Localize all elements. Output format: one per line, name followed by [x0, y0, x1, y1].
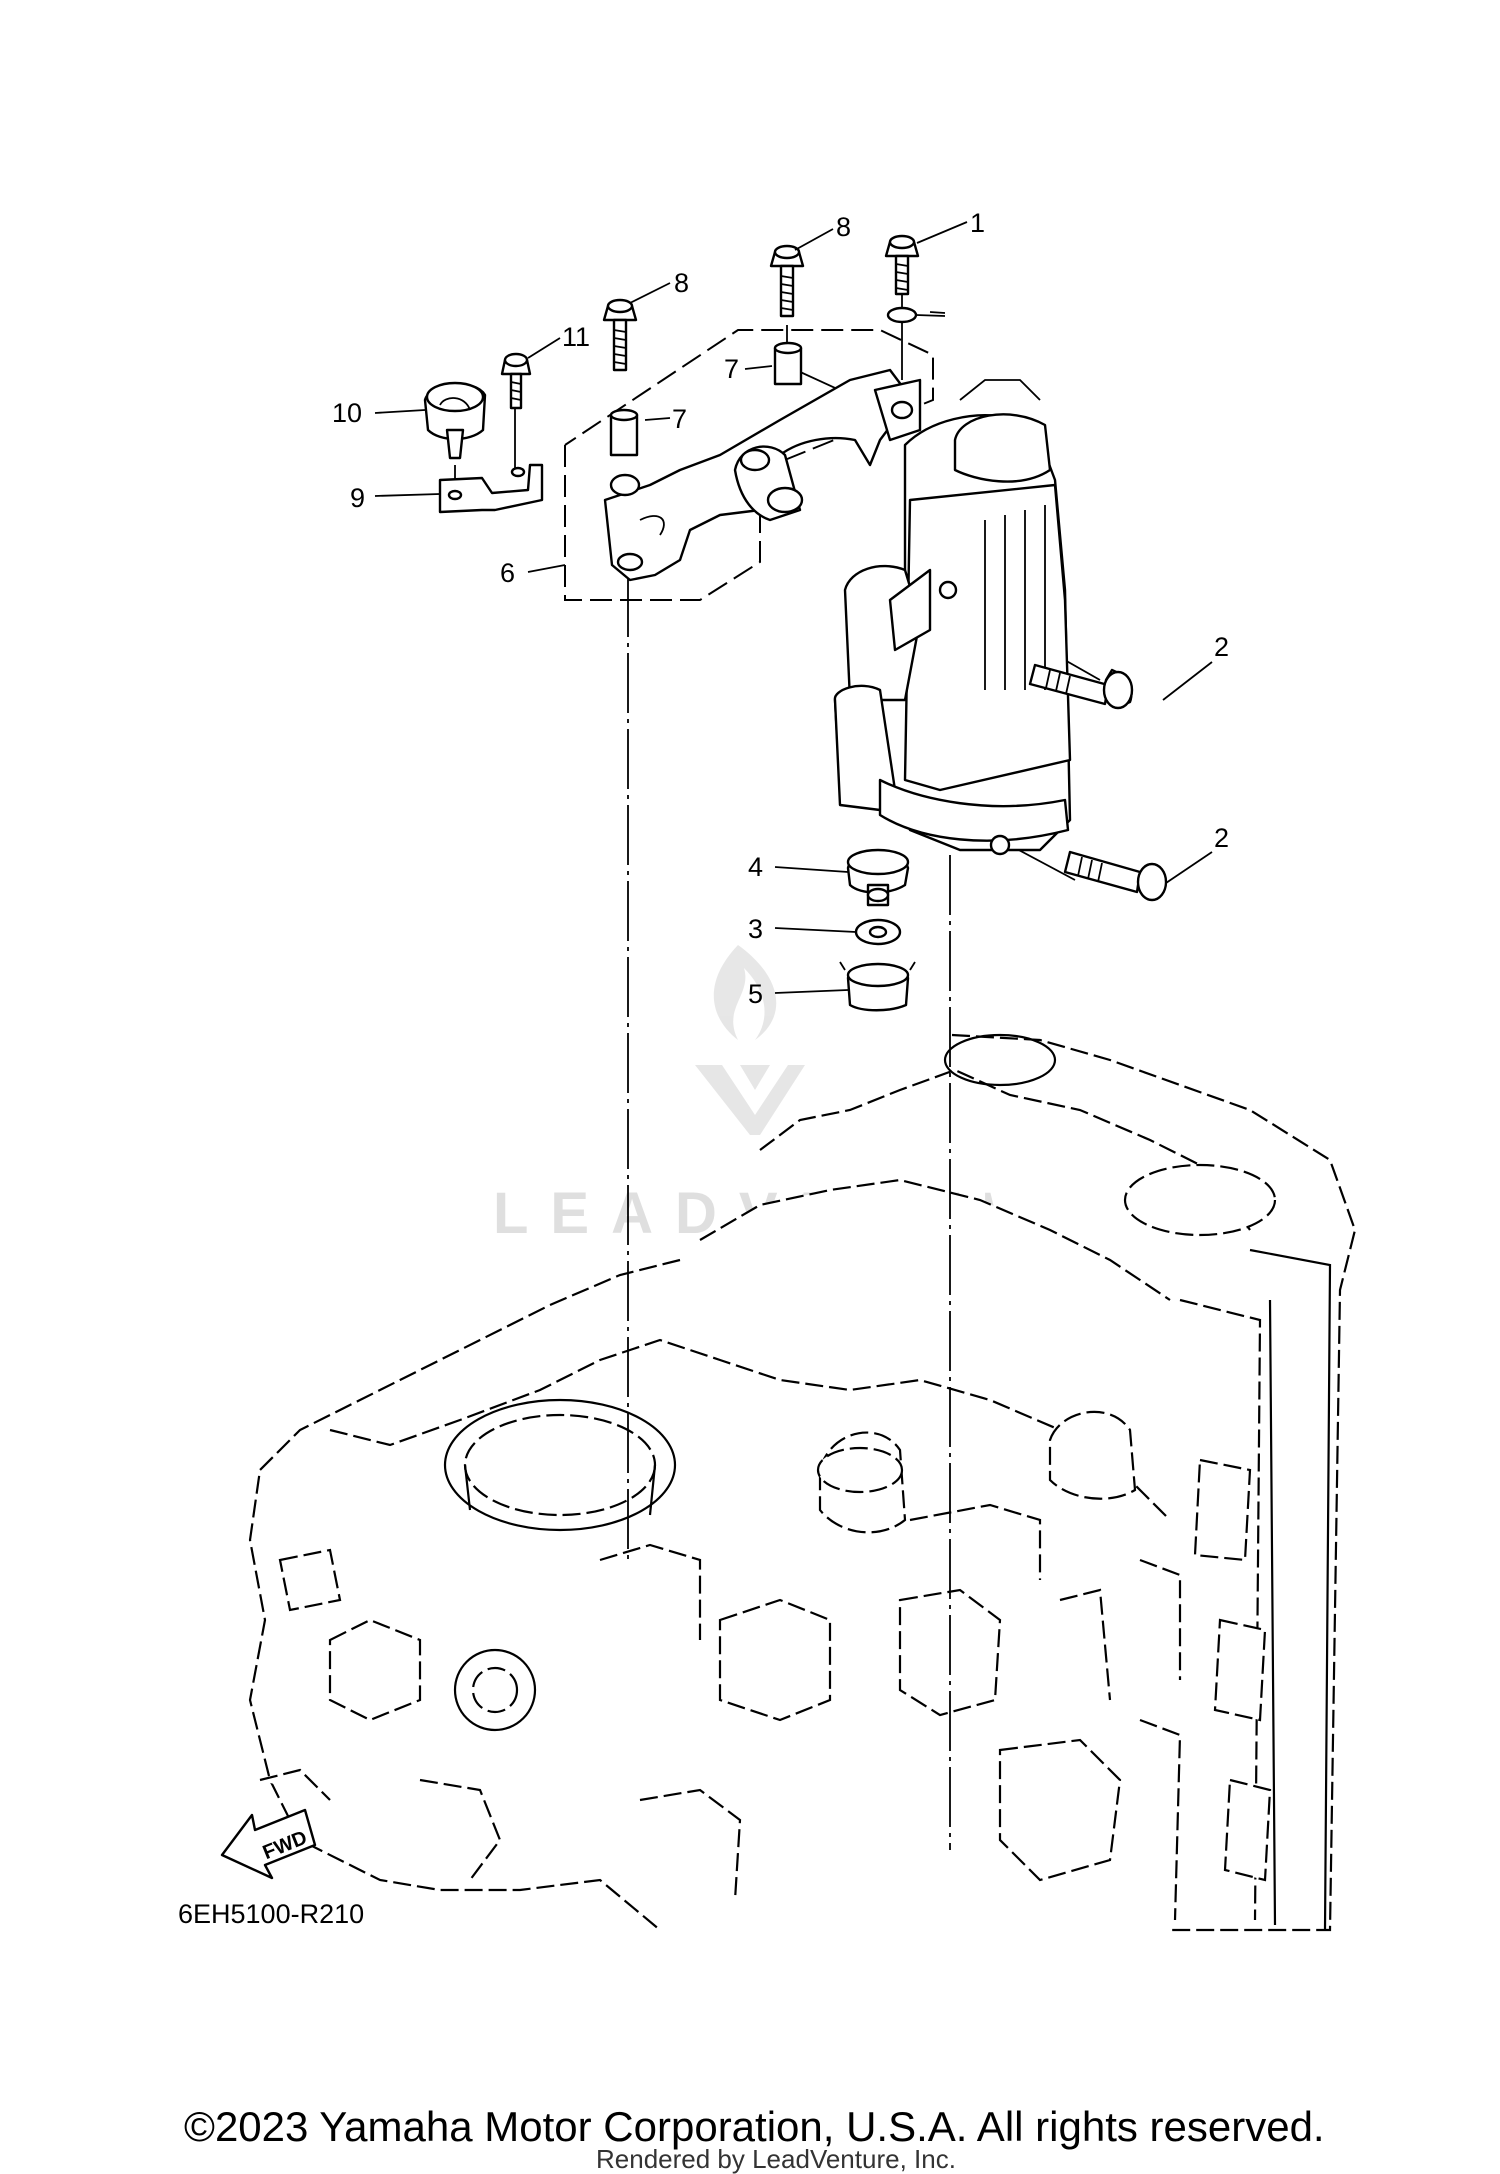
- callout-6: 6: [500, 558, 515, 588]
- figure-code: 6EH5100-R210: [178, 1899, 364, 1929]
- copyright-notice: ©2023 Yamaha Motor Corporation, U.S.A. A…: [184, 2103, 1325, 2150]
- plate-9-icon: [438, 463, 544, 514]
- bolt-1-icon: [884, 234, 920, 296]
- rendered-by-notice: Rendered by LeadVenture, Inc.: [596, 2144, 956, 2174]
- bolt-2-upper-icon: [1028, 663, 1134, 710]
- callout-11: 11: [562, 322, 590, 352]
- bracket-6-icon: [603, 368, 922, 582]
- pinion-4-icon: [846, 848, 910, 907]
- collar-7-left-icon: [609, 408, 639, 457]
- bolt-11-icon: [500, 352, 532, 410]
- sensor-10-icon: [423, 381, 487, 460]
- callout-7-right: 7: [724, 354, 739, 384]
- callout-3: 3: [748, 914, 763, 944]
- engine-block-icon: [248, 1033, 1357, 1932]
- clip-5-icon: [839, 961, 916, 1012]
- fwd-arrow-icon: FWD: [220, 1808, 317, 1880]
- callout-9: 9: [350, 483, 365, 513]
- bolt-8-left-icon: [602, 298, 638, 372]
- starter-motor-icon: [833, 379, 1072, 856]
- bolt-8-right-icon: [769, 244, 805, 318]
- callout-8-right: 8: [836, 212, 851, 242]
- callout-2-upper: 2: [1214, 632, 1229, 662]
- callout-5: 5: [748, 979, 763, 1009]
- callout-4: 4: [748, 852, 763, 882]
- callout-10: 10: [332, 398, 362, 428]
- callout-8-left: 8: [674, 268, 689, 298]
- callout-1: 1: [970, 208, 985, 238]
- callout-2-lower: 2: [1214, 823, 1229, 853]
- washer-3-icon: [854, 918, 902, 946]
- leader-lines: [374, 221, 1213, 994]
- callout-7-left: 7: [672, 404, 687, 434]
- leadventure-logo-icon: [695, 945, 805, 1135]
- terminal-icon: [886, 306, 946, 324]
- bolt-2-lower-icon: [1063, 850, 1168, 902]
- collar-7-right-icon: [773, 341, 803, 386]
